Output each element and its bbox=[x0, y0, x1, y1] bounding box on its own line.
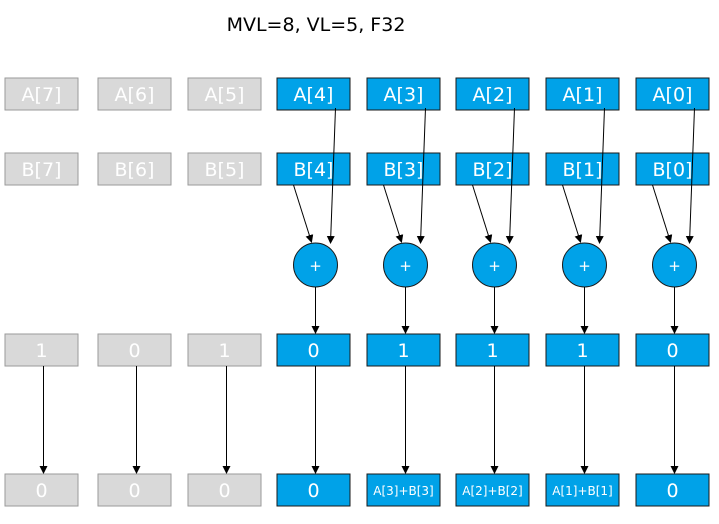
diagram-title: MVL=8, VL=5, F32 bbox=[227, 14, 406, 36]
mask-element-4-label: 0 bbox=[307, 340, 319, 362]
a-element-0-label: A[0] bbox=[653, 84, 693, 106]
a-element-7-box bbox=[4, 77, 79, 111]
adder-symbol-0: + bbox=[668, 257, 681, 275]
arrow-a-1 bbox=[595, 107, 605, 244]
a-element-2-box bbox=[455, 77, 530, 111]
mask-element-5-label: 1 bbox=[218, 340, 230, 362]
b-element-5-label: B[5] bbox=[205, 159, 245, 181]
result-element-4-label: 0 bbox=[307, 480, 319, 502]
b-element-3-label: B[3] bbox=[384, 159, 424, 181]
b-element-4-box bbox=[276, 152, 351, 186]
mask-element-3-box bbox=[366, 333, 441, 367]
a-element-3-label: A[3] bbox=[384, 84, 424, 106]
arrow-b-0 bbox=[652, 184, 673, 243]
arrow-b-3 bbox=[383, 184, 404, 243]
a-element-5-box bbox=[187, 77, 262, 111]
a-element-6-label: A[6] bbox=[115, 84, 155, 106]
mask-element-2-box bbox=[455, 333, 530, 367]
result-element-2-box bbox=[455, 473, 530, 507]
a-element-1-label: A[1] bbox=[563, 84, 603, 106]
mask-element-0-label: 0 bbox=[666, 340, 678, 362]
mask-element-7-box bbox=[4, 333, 79, 367]
a-element-4-box bbox=[276, 77, 351, 111]
result-element-6-label: 0 bbox=[128, 480, 140, 502]
result-element-7-label: 0 bbox=[35, 480, 47, 502]
result-element-4-box bbox=[276, 473, 351, 507]
result-element-7-box bbox=[4, 473, 79, 507]
arrow-b-2 bbox=[472, 184, 493, 243]
b-element-3-box bbox=[366, 152, 441, 186]
a-element-0-box bbox=[635, 77, 710, 111]
mask-element-6-label: 0 bbox=[128, 340, 140, 362]
arrow-a-3 bbox=[416, 107, 426, 244]
b-element-5-box bbox=[187, 152, 262, 186]
mask-element-0-box bbox=[635, 333, 710, 367]
result-element-5-box bbox=[187, 473, 262, 507]
a-element-4-label: A[4] bbox=[294, 84, 334, 106]
b-element-6-label: B[6] bbox=[115, 159, 155, 181]
a-element-2-label: A[2] bbox=[473, 84, 513, 106]
arrow-a-2 bbox=[505, 107, 515, 244]
adder-symbol-1: + bbox=[578, 257, 591, 275]
b-element-7-box bbox=[4, 152, 79, 186]
mask-element-5-box bbox=[187, 333, 262, 367]
result-element-2-label: A[2]+B[2] bbox=[462, 484, 523, 498]
a-element-3-box bbox=[366, 77, 441, 111]
arrow-b-1 bbox=[562, 184, 583, 243]
result-element-0-label: 0 bbox=[666, 480, 678, 502]
result-element-0-box bbox=[635, 473, 710, 507]
b-element-0-label: B[0] bbox=[653, 159, 693, 181]
a-element-7-label: A[7] bbox=[22, 84, 62, 106]
mask-element-1-box bbox=[545, 333, 620, 367]
b-element-1-label: B[1] bbox=[563, 159, 603, 181]
adder-symbol-4: + bbox=[309, 257, 322, 275]
mask-element-1-label: 1 bbox=[576, 340, 588, 362]
b-element-7-label: B[7] bbox=[22, 159, 62, 181]
adder-symbol-3: + bbox=[399, 257, 412, 275]
mask-element-7-label: 1 bbox=[35, 340, 47, 362]
b-element-2-box bbox=[455, 152, 530, 186]
a-element-6-box bbox=[97, 77, 172, 111]
result-element-5-label: 0 bbox=[218, 480, 230, 502]
b-element-4-label: B[4] bbox=[294, 159, 334, 181]
diagram-content: A[7] B[7] 1 0 A[6] B[6] 0 0 A[5] B[5] 1 0 A[4] B[4] 0 0… bbox=[4, 77, 710, 507]
result-element-1-label: A[1]+B[1] bbox=[552, 484, 613, 498]
a-element-1-box bbox=[545, 77, 620, 111]
arrow-a-4 bbox=[326, 107, 336, 244]
mask-element-2-label: 1 bbox=[486, 340, 498, 362]
mask-element-6-box bbox=[97, 333, 172, 367]
b-element-1-box bbox=[545, 152, 620, 186]
result-element-3-box bbox=[366, 473, 441, 507]
mask-element-3-label: 1 bbox=[397, 340, 409, 362]
a-element-5-label: A[5] bbox=[205, 84, 245, 106]
mask-element-4-box bbox=[276, 333, 351, 367]
arrow-a-0 bbox=[685, 107, 695, 244]
b-element-6-box bbox=[97, 152, 172, 186]
result-element-6-box bbox=[97, 473, 172, 507]
arrow-b-4 bbox=[293, 184, 314, 243]
b-element-2-label: B[2] bbox=[473, 159, 513, 181]
b-element-0-box bbox=[635, 152, 710, 186]
result-element-3-label: A[3]+B[3] bbox=[373, 484, 434, 498]
adder-symbol-2: + bbox=[488, 257, 501, 275]
result-element-1-box bbox=[545, 473, 620, 507]
